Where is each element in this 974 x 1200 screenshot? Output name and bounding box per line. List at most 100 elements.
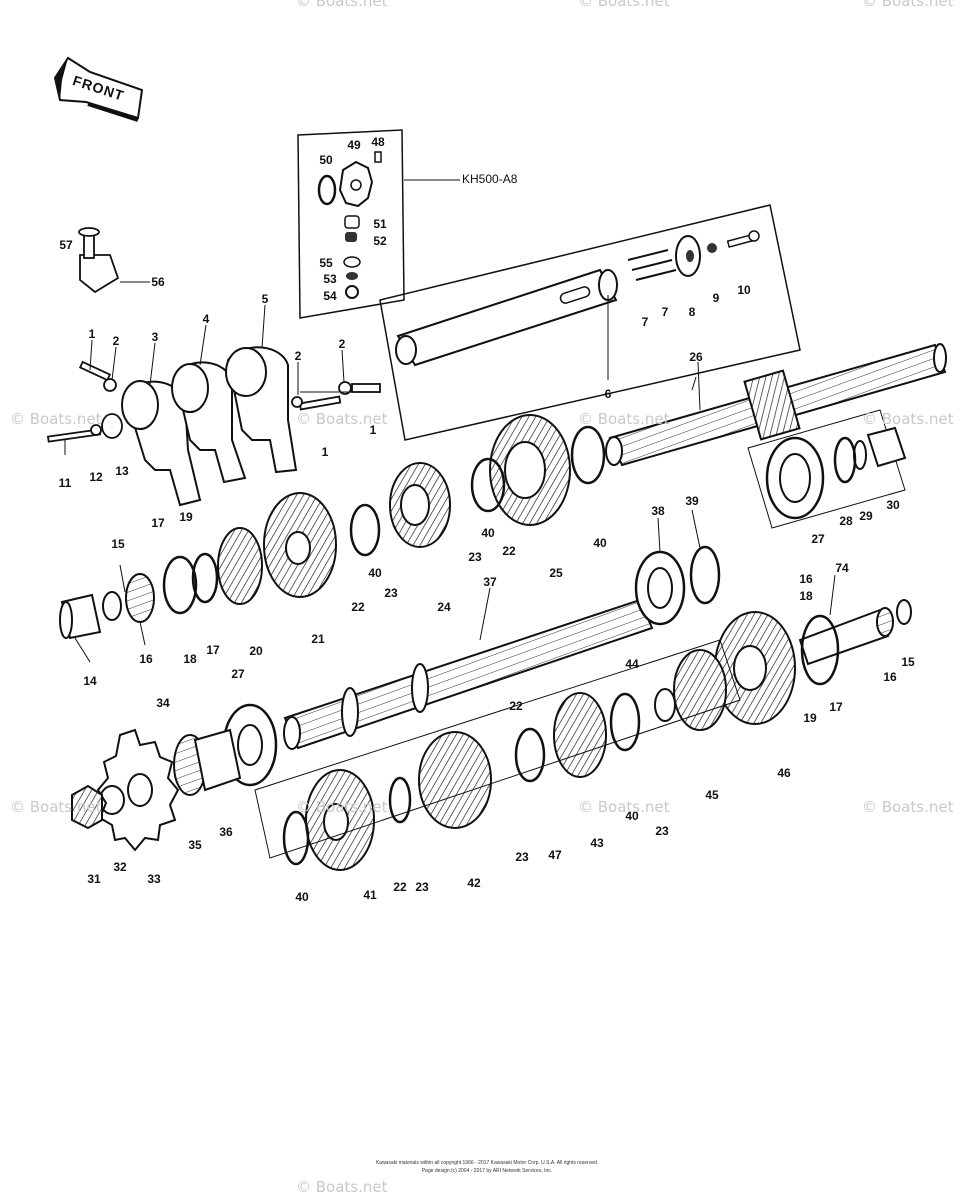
- callout-33: 33: [147, 872, 161, 886]
- callout-31: 31: [87, 872, 101, 886]
- callout-38: 38: [651, 504, 665, 518]
- callout-42: 42: [467, 876, 481, 890]
- callout-49: 49: [347, 138, 361, 152]
- copyright-line: Kawasaki materials within all copyright …: [375, 1160, 599, 1166]
- callout-18: 18: [183, 652, 197, 666]
- callout-20: 20: [249, 644, 263, 658]
- callout-34: 34: [156, 696, 170, 710]
- callout-52: 52: [373, 234, 387, 248]
- callout-30: 30: [886, 498, 900, 512]
- callout-22: 22: [351, 600, 365, 614]
- callout-1: 1: [369, 423, 377, 437]
- callout-25: 25: [549, 566, 563, 580]
- callout-55: 55: [319, 256, 333, 270]
- callout-40: 40: [625, 809, 639, 823]
- callout-19: 19: [179, 510, 193, 524]
- watermark: © Boats.net: [296, 798, 388, 816]
- shift-drum-assembly: [379, 204, 801, 441]
- callout-23: 23: [515, 850, 529, 864]
- callout-17: 17: [206, 643, 220, 657]
- callout-54: 54: [323, 289, 337, 303]
- callout-2: 2: [112, 334, 120, 348]
- watermark: © Boats.net: [578, 410, 670, 428]
- callout-17: 17: [151, 516, 165, 530]
- callout-51: 51: [373, 217, 387, 231]
- watermark: © Boats.net: [862, 798, 954, 816]
- callout-48: 48: [371, 135, 385, 149]
- gears-right: [254, 599, 912, 871]
- callout-35: 35: [188, 838, 202, 852]
- callout-22: 22: [393, 880, 407, 894]
- callout-1: 1: [321, 445, 329, 459]
- callout-23: 23: [415, 880, 429, 894]
- watermark: © Boats.net: [296, 1178, 388, 1196]
- callout-44: 44: [625, 657, 639, 671]
- kit-box: [297, 129, 460, 319]
- callout-37: 37: [483, 575, 497, 589]
- callout-27: 27: [231, 667, 245, 681]
- callout-8: 8: [688, 305, 696, 319]
- callout-17: 17: [829, 700, 843, 714]
- callout-13: 13: [115, 464, 129, 478]
- watermark: © Boats.net: [578, 798, 670, 816]
- callout-27: 27: [811, 532, 825, 546]
- watermark: © Boats.net: [296, 410, 388, 428]
- leader-lines: [64, 281, 836, 663]
- small-fasteners: [46, 227, 381, 443]
- front-arrow-icon: [53, 56, 144, 122]
- callout-1: 1: [88, 327, 96, 341]
- callout-7: 7: [661, 305, 669, 319]
- callout-16: 16: [883, 670, 897, 684]
- kit-label: KH500-A8: [462, 172, 518, 186]
- callout-22: 22: [502, 544, 516, 558]
- callout-56: 56: [151, 275, 165, 289]
- callout-43: 43: [590, 836, 604, 850]
- callout-10: 10: [737, 283, 751, 297]
- shift-forks: [121, 346, 298, 507]
- callout-6: 6: [604, 387, 612, 401]
- drive-sprocket: [71, 728, 242, 852]
- callout-5: 5: [261, 292, 269, 306]
- callout-15: 15: [111, 537, 125, 551]
- callout-23: 23: [655, 824, 669, 838]
- callout-15: 15: [901, 655, 915, 669]
- callout-53: 53: [323, 272, 337, 286]
- callout-32: 32: [113, 860, 127, 874]
- callout-40: 40: [295, 890, 309, 904]
- callout-47: 47: [548, 848, 562, 862]
- watermark: © Boats.net: [862, 0, 954, 10]
- callout-36: 36: [219, 825, 233, 839]
- callout-29: 29: [859, 509, 873, 523]
- callout-21: 21: [311, 632, 325, 646]
- callout-16: 16: [139, 652, 153, 666]
- callout-14: 14: [83, 674, 97, 688]
- callout-41: 41: [363, 888, 377, 902]
- watermark: © Boats.net: [862, 410, 954, 428]
- callout-11: 11: [58, 476, 72, 490]
- watermark: © Boats.net: [296, 0, 388, 10]
- callout-9: 9: [712, 291, 720, 305]
- callout-28: 28: [839, 514, 853, 528]
- callout-16: 16: [799, 572, 813, 586]
- callout-50: 50: [319, 153, 333, 167]
- callout-23: 23: [468, 550, 482, 564]
- watermark: © Boats.net: [578, 0, 670, 10]
- page-design-line: Page design (c) 2004 - 2017 by ARI Netwo…: [421, 1168, 553, 1174]
- callout-12: 12: [89, 470, 103, 484]
- watermark: © Boats.net: [10, 410, 102, 428]
- callout-2: 2: [338, 337, 346, 351]
- callout-26: 26: [689, 350, 703, 364]
- callout-23: 23: [384, 586, 398, 600]
- callout-40: 40: [593, 536, 607, 550]
- callout-7: 7: [641, 315, 649, 329]
- callout-4: 4: [202, 312, 210, 326]
- gears-upper: [59, 414, 606, 640]
- bearing-box-upper: [747, 409, 907, 529]
- callout-18: 18: [799, 589, 813, 603]
- callout-3: 3: [151, 330, 159, 344]
- callout-46: 46: [777, 766, 791, 780]
- callout-40: 40: [368, 566, 382, 580]
- callout-57: 57: [59, 238, 73, 252]
- callout-19: 19: [803, 711, 817, 725]
